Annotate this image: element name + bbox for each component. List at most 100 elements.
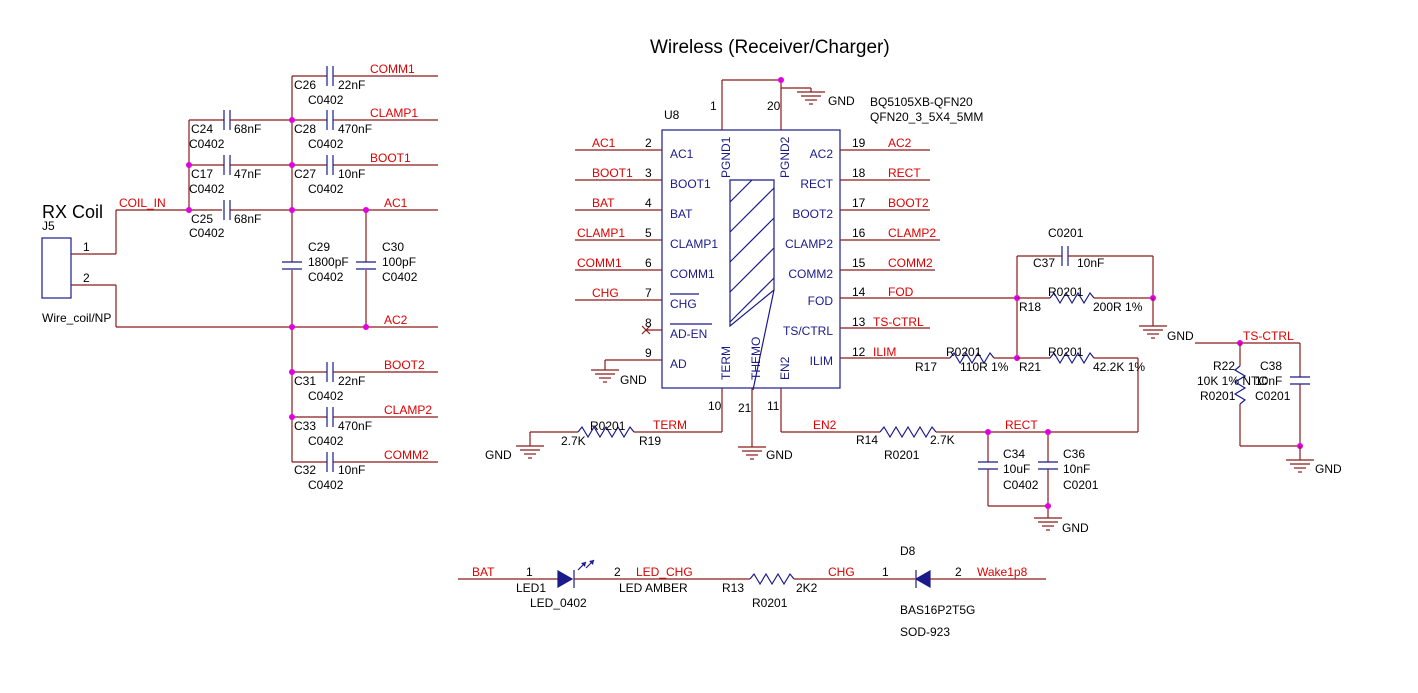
d8-pin1: 1 <box>882 565 889 579</box>
net-ts-ctrl: TS-CTRL <box>873 315 924 329</box>
r21-value: 42.2K 1% <box>1093 360 1145 374</box>
pin-ac1: AC1 <box>670 147 694 161</box>
c37-ref: C37 <box>1033 256 1055 270</box>
r19-value: 2.7K <box>561 434 586 448</box>
pin-5-num: 5 <box>645 226 652 240</box>
pin-pgnd2: PGND2 <box>778 136 792 178</box>
net-wake: Wake1p8 <box>977 565 1028 579</box>
c32-pkg: C0402 <box>308 478 344 492</box>
pin-comm2: COMM2 <box>788 267 833 281</box>
c29-pkg: C0402 <box>308 270 344 284</box>
c28-pkg: C0402 <box>308 137 344 151</box>
c36-value: 10nF <box>1063 462 1090 476</box>
net-clamp2-left: CLAMP2 <box>384 403 432 417</box>
led1-pkg: LED_0402 <box>530 596 587 610</box>
term-resistor: GND R0201 2.7K R19 TERM <box>485 418 722 462</box>
pin-3-num: 3 <box>645 166 652 180</box>
pin-21-num: 21 <box>738 401 752 415</box>
pin-2-num: 2 <box>645 136 652 150</box>
pin-19-num: 19 <box>852 136 866 150</box>
pin-ts-ctrl: TS/CTRL <box>783 324 833 338</box>
c27-value: 10nF <box>338 167 365 181</box>
net-comm2-left: COMM2 <box>384 448 429 462</box>
r22-pkg: R0201 <box>1200 389 1236 403</box>
c38-value: 10nF <box>1255 374 1282 388</box>
r19-pkg: R0201 <box>590 419 626 433</box>
r17-value: 110R 1% <box>960 360 1009 374</box>
d8-part: BAS16P2T5G <box>900 603 975 617</box>
net-chg-bottom: CHG <box>828 565 855 579</box>
r14-ref: R14 <box>856 433 878 447</box>
d8-pkg: SOD-923 <box>900 625 950 639</box>
c32-ref: C32 <box>294 463 316 477</box>
c34-ref: C34 <box>1003 447 1025 461</box>
net-clamp1: CLAMP1 <box>370 106 418 120</box>
r13-ref: R13 <box>722 581 744 595</box>
rx-coil-section: RX Coil J5 1 2 Wire_coil/NP COIL_IN <box>41 196 438 328</box>
c34-value: 10uF <box>1003 462 1030 476</box>
ic-u8: U8 BQ5105XB-QFN20 QFN20_3_5X4_5MM GND 1 … <box>575 77 1017 462</box>
net-ac1-left: AC1 <box>384 196 408 210</box>
c24-pkg: C0402 <box>189 137 225 151</box>
c31-value: 22nF <box>338 374 365 388</box>
r19-ref: R19 <box>639 434 661 448</box>
c17-ref: C17 <box>191 167 213 181</box>
j5-pin2: 2 <box>83 271 90 285</box>
net-ts-ctrl-right: TS-CTRL <box>1243 329 1294 343</box>
r22-ref: R22 <box>1213 359 1235 373</box>
en2-network: EN2 R14 2.7K R0201 RECT GND C34 10uF C04… <box>781 358 1139 535</box>
c33-ref: C33 <box>294 419 316 433</box>
net-chg: CHG <box>592 286 619 300</box>
pin-fod: FOD <box>808 294 834 308</box>
schematic-title: Wireless (Receiver/Charger) <box>650 37 890 58</box>
pin-15-num: 15 <box>852 256 866 270</box>
led1-ref: LED1 <box>516 581 546 595</box>
c31-ref: C31 <box>294 374 316 388</box>
r22-value: 10K 1% NTC <box>1197 374 1267 388</box>
c24-ref: C24 <box>191 122 213 136</box>
net-led-chg: LED_CHG <box>636 565 693 579</box>
r18-pkg: R0201 <box>1048 285 1084 299</box>
net-bat: BAT <box>592 196 615 210</box>
net-en2: EN2 <box>813 418 837 432</box>
ic-body <box>661 129 841 389</box>
pin-ac2: AC2 <box>810 147 834 161</box>
gnd-label-ts: GND <box>1315 462 1342 476</box>
c28-ref: C28 <box>294 122 316 136</box>
led-color: LED AMBER <box>619 581 688 595</box>
pin-10-num: 10 <box>708 399 722 413</box>
c37-pkg: C0201 <box>1048 226 1084 240</box>
thermal-pad <box>729 179 775 328</box>
rx-coil-heading: RX Coil <box>42 202 103 222</box>
net-fod: FOD <box>888 285 914 299</box>
pin-12-num: 12 <box>852 345 866 359</box>
net-clamp1: CLAMP1 <box>577 226 625 240</box>
c29-ref: C29 <box>308 240 330 254</box>
d8-symbol <box>914 569 931 589</box>
c37-value: 10nF <box>1077 256 1104 270</box>
j5-pin1: 1 <box>83 240 90 254</box>
r13-pkg: R0201 <box>752 596 788 610</box>
net-ac1: AC1 <box>592 136 616 150</box>
pin-18-num: 18 <box>852 166 866 180</box>
pin-term: TERM <box>719 346 733 380</box>
net-comm2: COMM2 <box>888 256 933 270</box>
r21-ref: R21 <box>1019 360 1041 374</box>
pin-17-num: 17 <box>852 196 866 210</box>
junction-dot <box>186 207 192 213</box>
r18-ref: R18 <box>1019 300 1041 314</box>
pin-6-num: 6 <box>645 256 652 270</box>
pin-20-num: 20 <box>767 99 781 113</box>
c36-pkg: C0201 <box>1063 478 1099 492</box>
pin-4-num: 4 <box>645 196 652 210</box>
r14-pkg: R0201 <box>884 448 920 462</box>
c30-ref: C30 <box>382 240 404 254</box>
led1-symbol <box>557 569 574 589</box>
r14-value: 2.7K <box>930 433 955 447</box>
net-coil-in: COIL_IN <box>119 196 166 210</box>
gnd-label-fod: GND <box>1167 329 1194 343</box>
c33-value: 470nF <box>338 419 372 433</box>
c30-value: 100pF <box>382 255 416 269</box>
pin-11-num: 11 <box>767 399 780 413</box>
